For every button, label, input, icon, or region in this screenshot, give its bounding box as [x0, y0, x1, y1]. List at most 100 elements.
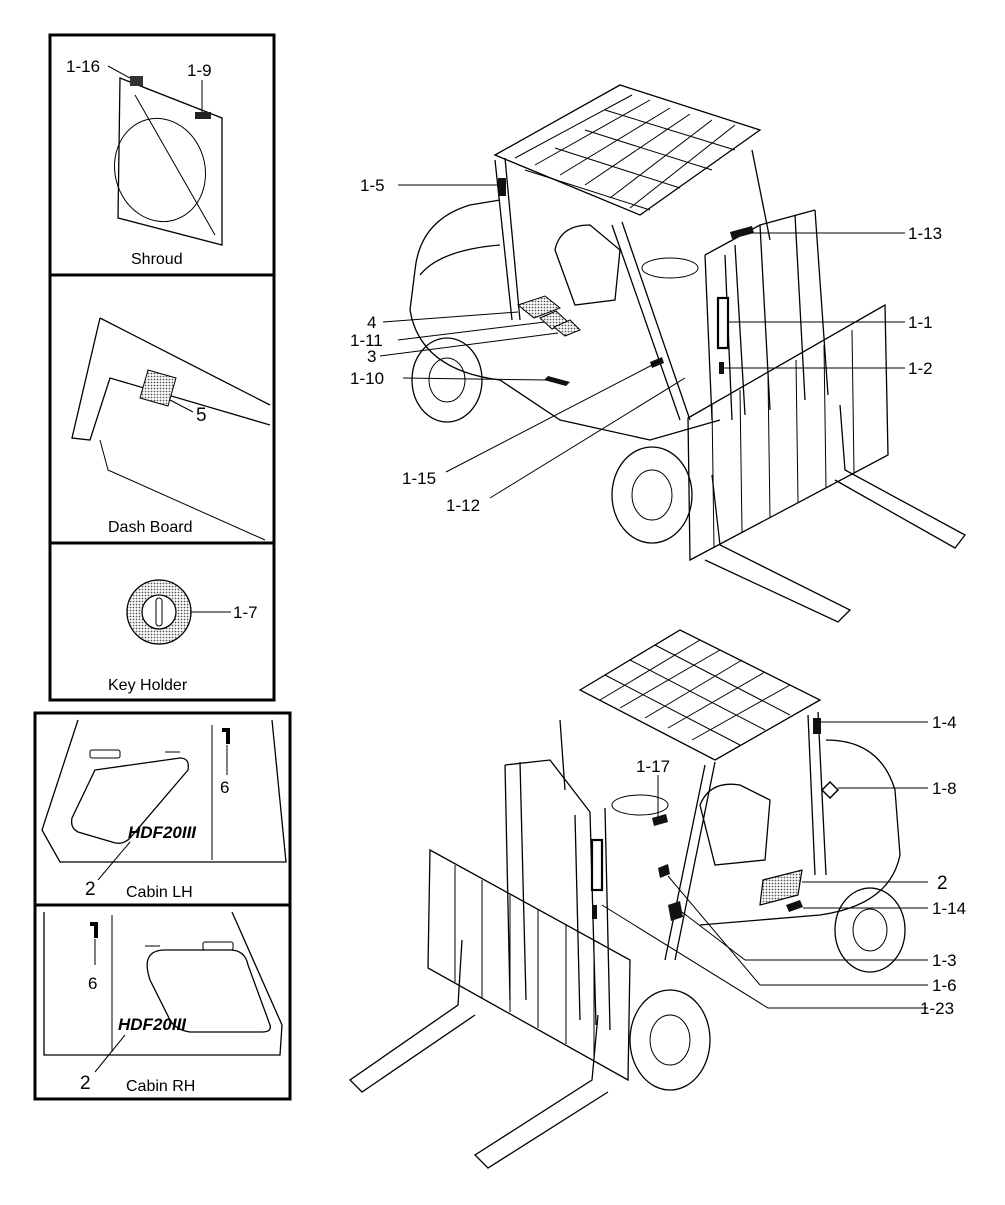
- rear-wheel: [834, 887, 906, 973]
- dash-board-caption: Dash Board: [108, 519, 193, 536]
- counterweight-body: [699, 739, 901, 926]
- decal-1-4: [813, 718, 821, 734]
- key-slot: [155, 597, 163, 627]
- callout-1-16: 1-16: [66, 57, 100, 76]
- load-backrest: [427, 848, 631, 1082]
- cabin-lh-caption: Cabin LH: [126, 884, 193, 901]
- leader-line: [397, 321, 546, 341]
- fan-opening: [113, 117, 207, 223]
- leader-line: [681, 911, 928, 961]
- callout-5: 5: [196, 405, 207, 426]
- leader-line: [667, 875, 928, 986]
- leader-line: [382, 311, 519, 323]
- callout-1-5: 1-5: [360, 176, 385, 195]
- shroud-outline: [117, 77, 223, 246]
- callout-2: 2: [85, 879, 96, 900]
- callout-2: 2: [937, 873, 948, 894]
- decal-1-3: [668, 901, 683, 921]
- leader-line: [601, 904, 928, 1009]
- leader-line: [169, 399, 194, 413]
- leader-line: [489, 377, 686, 499]
- callout-1-8: 1-8: [932, 779, 957, 798]
- decal-1-5: [498, 178, 506, 196]
- mast-rails: [504, 761, 611, 1031]
- decal-1-10: [544, 376, 570, 386]
- callout-1-2: 1-2: [908, 359, 933, 378]
- guard-post-front: [611, 221, 691, 421]
- shroud-panel: 1-16 1-9 Shroud: [66, 57, 223, 268]
- decal-1-9: [195, 112, 211, 119]
- guard-post-right: [751, 149, 771, 241]
- fork-right: [473, 1014, 609, 1169]
- decal-1-8: [820, 780, 840, 800]
- decal-2: [759, 869, 803, 906]
- decal-6: [222, 728, 230, 744]
- callout-4: 4: [367, 313, 376, 332]
- inset-frame-upper: [48, 33, 276, 702]
- body-contour: [419, 244, 501, 276]
- dash-top-edge: [99, 317, 271, 406]
- callout-1-4: 1-4: [932, 713, 957, 732]
- callout-1-1: 1-1: [908, 313, 933, 332]
- operator-seat: [699, 783, 771, 866]
- decal-6: [90, 922, 98, 938]
- leader-line: [94, 1034, 126, 1073]
- cabin-lh-door-outline: [41, 719, 287, 863]
- cabin-rh-panel: 6 HDF20III 2 Cabin RH: [43, 911, 283, 1095]
- callout-1-12: 1-12: [446, 496, 480, 515]
- steering-wheel: [641, 257, 699, 279]
- decal-1-13: [730, 226, 754, 239]
- hdf-model-badge: HDF20III: [128, 823, 197, 842]
- decal-1-1: [716, 296, 730, 350]
- guard-post-rear: [494, 157, 521, 321]
- mast-top-crosshead: [504, 759, 591, 813]
- overhead-guard-roof: [493, 84, 762, 216]
- roof-grid-bars: [604, 644, 791, 746]
- front-wheel-hub: [649, 1014, 691, 1066]
- steering-wheel: [611, 794, 669, 816]
- key-holder-caption: Key Holder: [108, 677, 188, 694]
- callout-1-10: 1-10: [350, 369, 384, 388]
- decal-1-15: [650, 357, 664, 368]
- front-wheel: [611, 446, 693, 544]
- shroud-caption: Shroud: [131, 251, 183, 268]
- inset-panel-group: 1-16 1-9 Shroud 5 Dash Board 1-7 Key Hol…: [33, 33, 292, 1101]
- callout-1-15: 1-15: [402, 469, 436, 488]
- decal-1-23-lower: [592, 905, 597, 919]
- decal-1-23: [590, 838, 604, 892]
- forklift-rear-left-view: 1-5 4 1-11 3 1-10 1-15 1-12 1-13 1-1 1-2: [350, 84, 966, 623]
- hdf-model-badge: HDF20III: [118, 1015, 187, 1034]
- dash-board-panel: 5 Dash Board: [71, 317, 271, 541]
- load-backrest: [687, 303, 889, 562]
- shroud-edge: [134, 94, 216, 236]
- roof-grid-bars: [524, 109, 736, 211]
- callout-1-11: 1-11: [350, 331, 383, 350]
- rear-wheel: [411, 337, 483, 423]
- backrest-bars: [711, 329, 855, 549]
- dash-lower-edge: [99, 439, 266, 541]
- cabin-lh-handle: [89, 749, 121, 759]
- decal-3: [553, 319, 581, 337]
- callout-6: 6: [220, 778, 229, 797]
- decal-1-6: [658, 864, 670, 878]
- decal-1-16: [130, 76, 143, 86]
- front-wheel-hub: [631, 469, 673, 521]
- leader-line: [379, 332, 559, 357]
- cabin-rh-handle: [202, 941, 234, 951]
- decal-1-14: [786, 900, 803, 912]
- callout-6: 6: [88, 974, 97, 993]
- decal-1-2: [719, 362, 724, 374]
- callout-1-17: 1-17: [636, 757, 670, 776]
- cabin-rh-caption: Cabin RH: [126, 1078, 195, 1095]
- overhead-guard-roof: [578, 629, 822, 761]
- rear-wheel-hub: [852, 908, 888, 952]
- guard-post-front: [664, 761, 716, 961]
- decal-5: [139, 369, 177, 407]
- decal-4: [516, 295, 561, 319]
- rear-wheel-hub: [428, 357, 466, 403]
- leader-line: [445, 362, 657, 473]
- callout-1-7: 1-7: [233, 603, 258, 622]
- operator-seat: [554, 224, 621, 306]
- callout-1-13: 1-13: [908, 224, 942, 243]
